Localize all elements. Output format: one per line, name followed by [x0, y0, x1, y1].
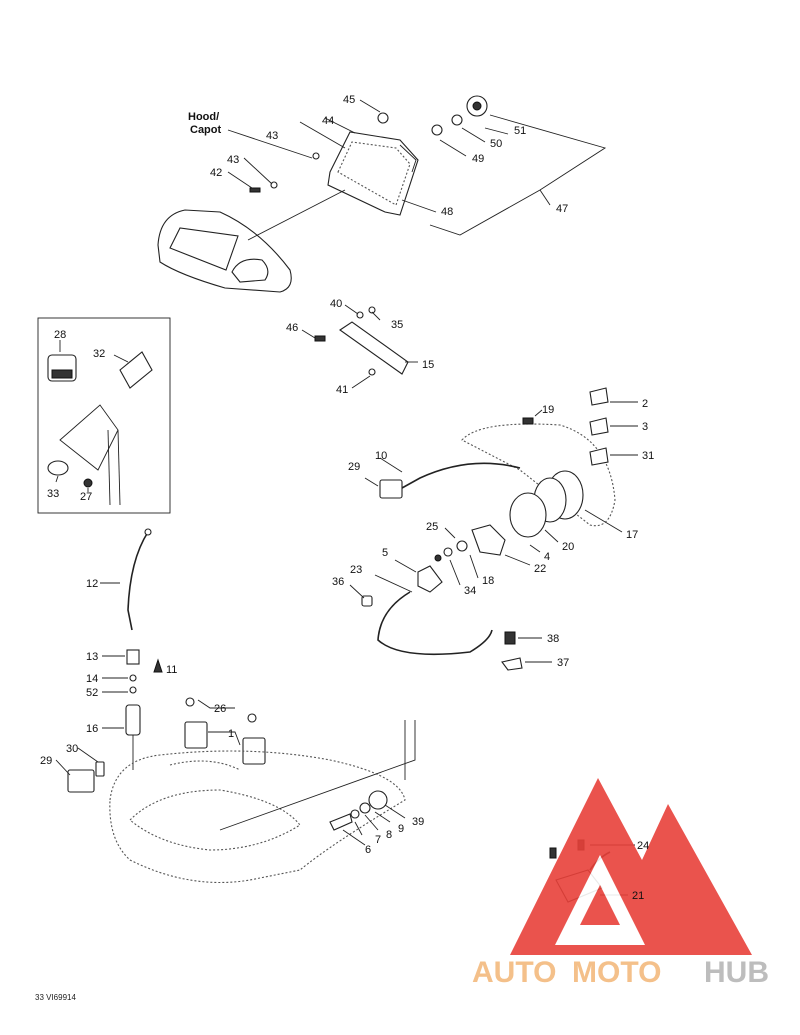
callout-30: 30 — [66, 743, 78, 755]
connector-assembly — [55, 697, 266, 793]
callout-10: 10 — [375, 450, 387, 462]
callout-4: 4 — [544, 551, 550, 563]
bracket-assembly — [301, 304, 418, 389]
callout-48: 48 — [441, 206, 453, 218]
callout-19: 19 — [542, 404, 554, 416]
hood-panel — [157, 209, 292, 293]
callout-43-top: 43 — [266, 130, 278, 142]
callout-49: 49 — [472, 153, 484, 165]
callout-36: 36 — [332, 576, 344, 588]
inset-panel — [37, 317, 171, 514]
callout-1: 1 — [228, 728, 234, 740]
callout-35: 35 — [391, 319, 403, 331]
callout-7: 7 — [375, 834, 381, 846]
callout-26: 26 — [214, 703, 226, 715]
callout-40: 40 — [330, 298, 342, 310]
callout-13: 13 — [86, 651, 98, 663]
callout-24: 24 — [637, 840, 649, 852]
callout-23: 23 — [350, 564, 362, 576]
callout-31: 31 — [642, 450, 654, 462]
callout-22: 22 — [534, 563, 546, 575]
callout-9: 9 — [398, 823, 404, 835]
callout-12: 12 — [86, 578, 98, 590]
callout-38: 38 — [547, 633, 559, 645]
callout-labels: Hood/ Capot 45 44 43 43 42 51 50 49 48 4… — [40, 94, 654, 902]
callout-44: 44 — [322, 115, 334, 127]
callout-33: 33 — [47, 488, 59, 500]
callout-41: 41 — [336, 384, 348, 396]
callout-28: 28 — [54, 329, 66, 341]
callout-32: 32 — [93, 348, 105, 360]
callout-51: 51 — [514, 125, 526, 137]
sensor-assembly — [349, 559, 552, 671]
callout-50: 50 — [490, 138, 502, 150]
callout-29-bottom: 29 — [40, 755, 52, 767]
callout-11: 11 — [166, 664, 177, 676]
callout-5: 5 — [382, 547, 388, 559]
reference-code: 33 VI69914 — [35, 993, 76, 1002]
watermark-moto: MOTO — [572, 956, 661, 989]
callout-46: 46 — [286, 322, 298, 334]
callout-34: 34 — [464, 585, 476, 597]
watermark-auto: AUTO — [472, 956, 556, 989]
cable-assembly — [100, 528, 163, 770]
headlight-leaders — [227, 99, 607, 241]
callout-16: 16 — [86, 723, 98, 735]
label-capot: Capot — [190, 124, 222, 136]
watermark-hub: HUB — [704, 956, 769, 989]
callout-14: 14 — [86, 673, 98, 685]
gauge-harness — [364, 457, 521, 499]
callout-52: 52 — [86, 687, 98, 699]
callout-43-bottom: 43 — [227, 154, 239, 166]
callout-39: 39 — [412, 816, 424, 828]
console-outline — [109, 720, 416, 884]
callout-6: 6 — [365, 844, 371, 856]
callout-21: 21 — [632, 890, 644, 902]
callout-3: 3 — [642, 421, 648, 433]
callout-8: 8 — [386, 829, 392, 841]
headlight-hardware — [249, 95, 488, 193]
callout-42: 42 — [210, 167, 222, 179]
label-hood: Hood/ — [188, 111, 219, 123]
callout-29-top: 29 — [348, 461, 360, 473]
callout-37: 37 — [557, 657, 569, 669]
switch-assembly — [329, 790, 406, 846]
gauge-assembly — [434, 387, 638, 586]
watermark-text: AUTO MOTO HUB — [472, 956, 769, 989]
callout-17: 17 — [626, 529, 638, 541]
callout-27: 27 — [80, 491, 92, 503]
headlight-housing — [327, 131, 419, 216]
callout-45: 45 — [343, 94, 355, 106]
callout-25: 25 — [426, 521, 438, 533]
callout-15: 15 — [422, 359, 434, 371]
callout-2: 2 — [642, 398, 648, 410]
callout-47: 47 — [556, 203, 568, 215]
callout-20: 20 — [562, 541, 574, 553]
watermark-logo — [510, 778, 752, 955]
callout-18: 18 — [482, 575, 494, 587]
